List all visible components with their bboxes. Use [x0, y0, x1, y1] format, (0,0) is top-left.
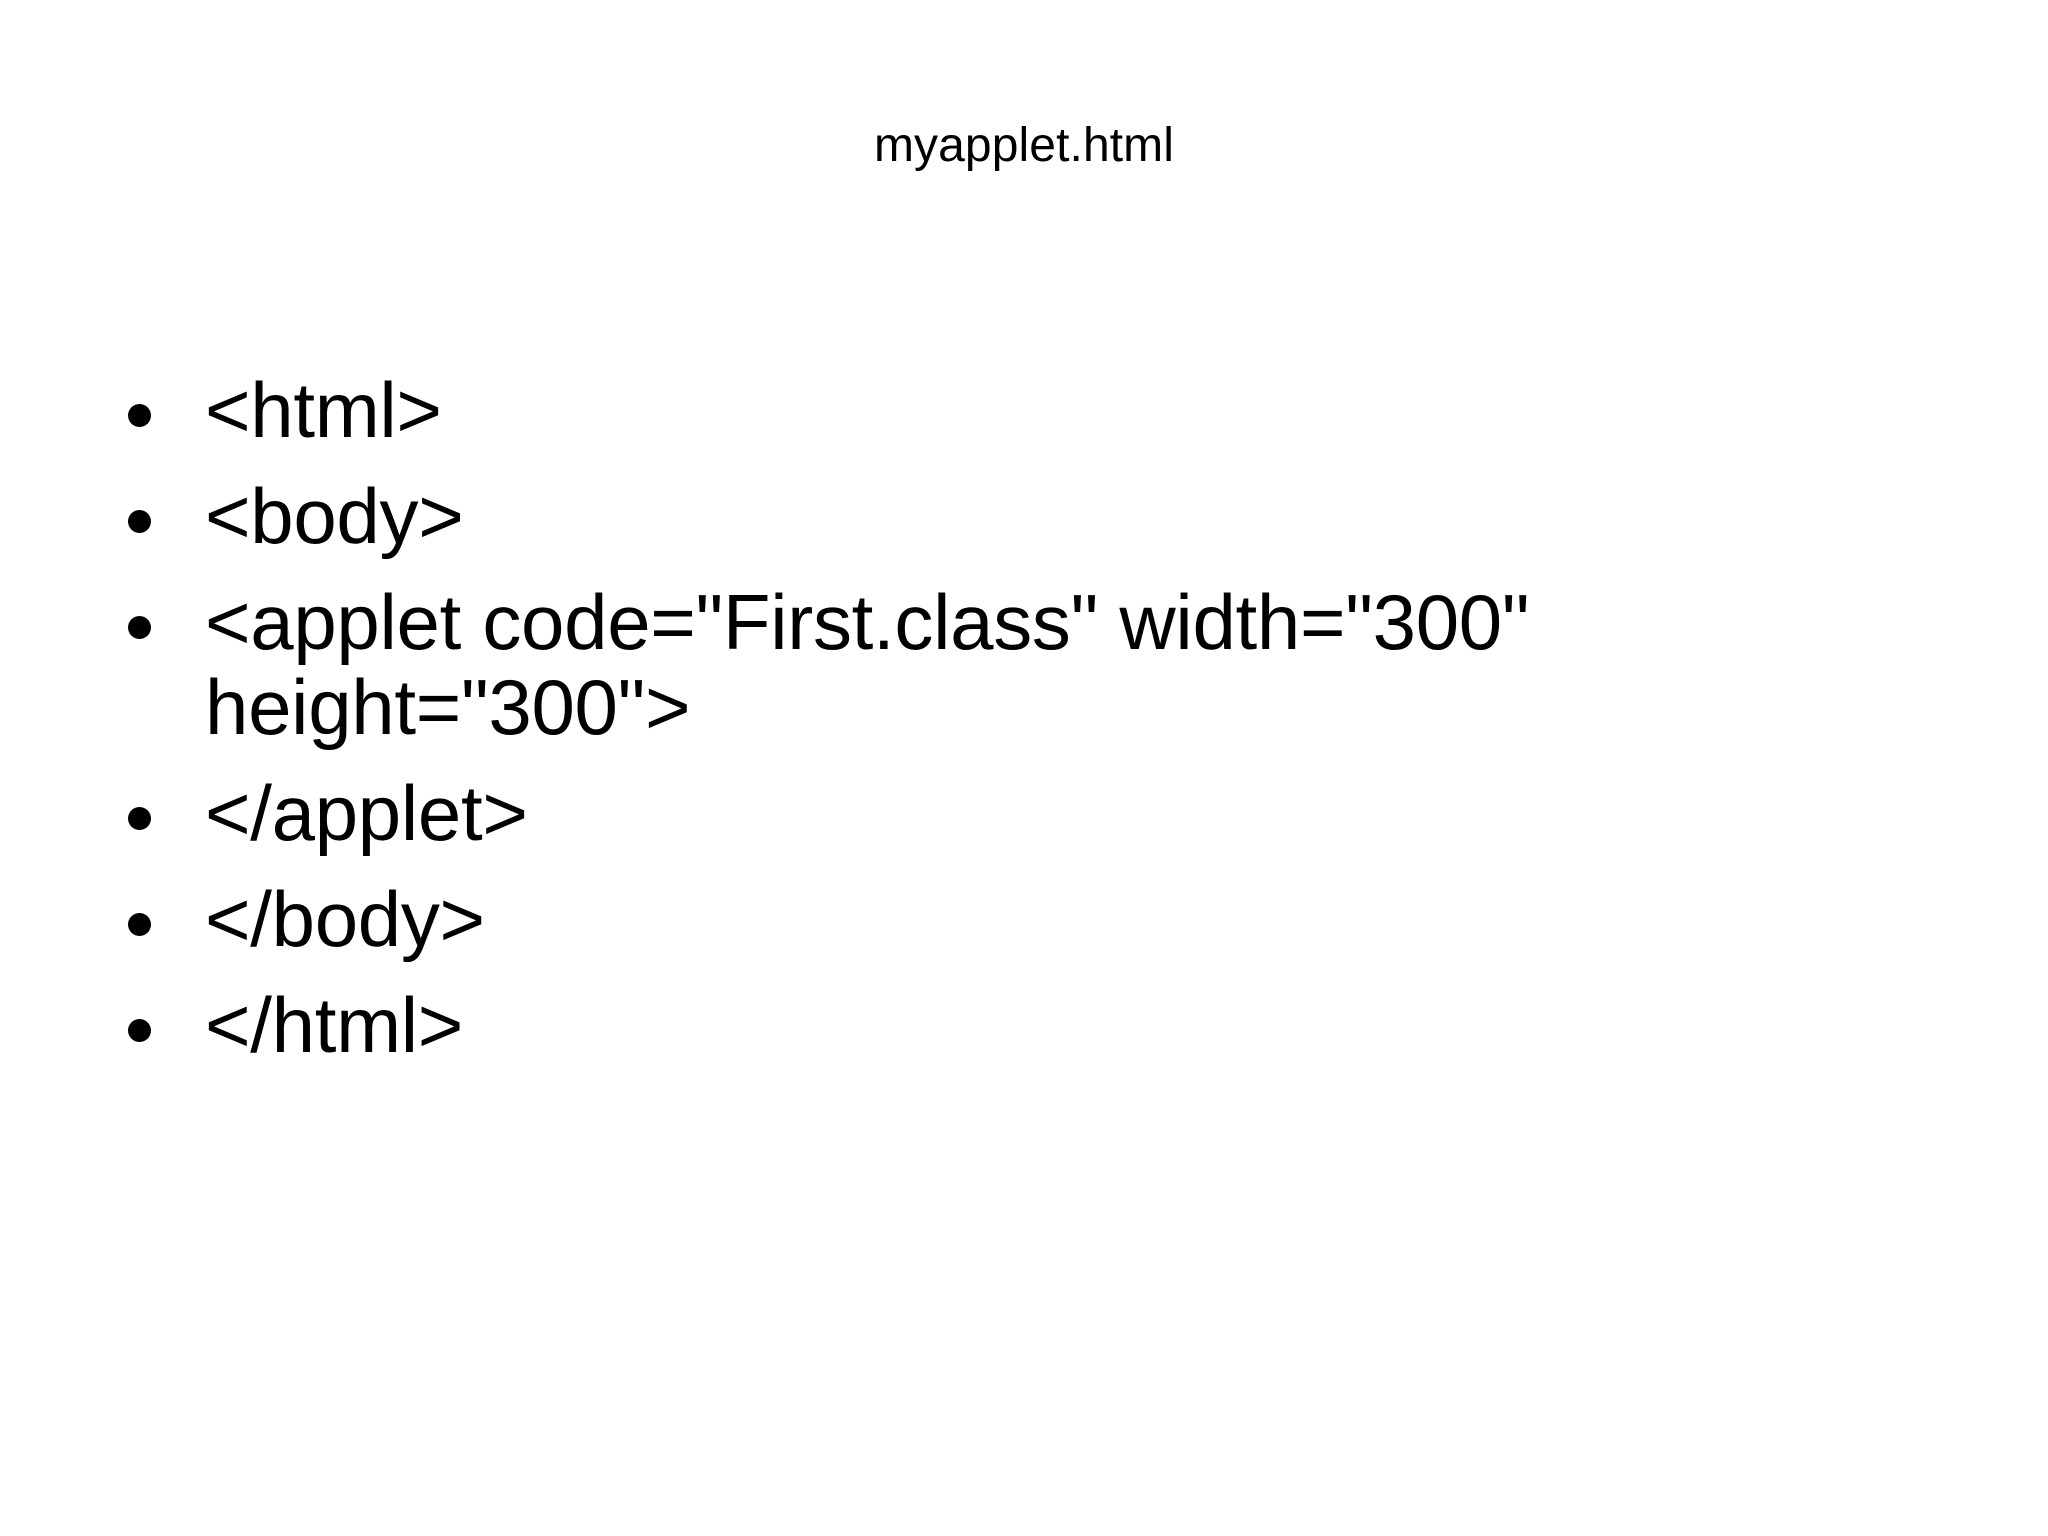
list-item-text: </html> [205, 981, 464, 1070]
list-item: <applet code="First.class" width="300" h… [120, 578, 1980, 751]
bullet-dot-icon [128, 1019, 151, 1043]
list-item: <html> [120, 368, 1980, 452]
bullet-dot-icon [128, 404, 151, 427]
bullet-dot-icon [128, 806, 151, 830]
bullet-dot-icon [128, 913, 151, 937]
list-item: </html> [120, 981, 1980, 1070]
page-title: myapplet.html [873, 119, 1175, 172]
list-item: </body> [120, 877, 1980, 961]
bullet-dot-icon [128, 510, 151, 534]
list-item-text: <applet code="First.class" width="300" h… [205, 578, 1551, 751]
list-item-text: </applet> [205, 768, 528, 857]
list-item: <body> [120, 474, 1980, 558]
list-item: </applet> [120, 771, 1980, 855]
list-item-text: </body> [205, 875, 485, 964]
bullet-dot-icon [128, 616, 151, 640]
list-item-text: <html> [205, 366, 442, 454]
bullet-list: <html> <body> <applet code="First.class"… [120, 368, 1980, 1068]
list-item-text: <body> [205, 472, 464, 561]
